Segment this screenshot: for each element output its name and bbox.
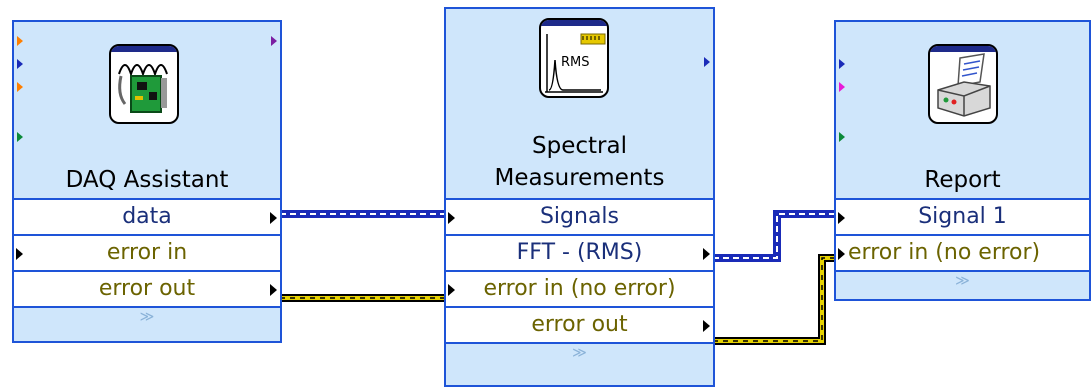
output-pin-icon: [270, 284, 277, 296]
spectral-measurements-node[interactable]: RMS Spectral Measurements Signals FFT - …: [444, 7, 715, 387]
output-arrow-icon: [704, 57, 710, 67]
terminal-error-in-no-error[interactable]: error in (no error): [836, 234, 1089, 270]
terminal-data[interactable]: data: [14, 198, 280, 234]
terminal-label: error out: [98, 276, 196, 301]
expand-terminals-handle[interactable]: ≫: [446, 342, 713, 366]
output-pin-icon: [270, 212, 277, 224]
input-pin-icon: [448, 284, 455, 296]
terminal-label: Signal 1: [918, 204, 1007, 229]
input-pin-icon: [838, 212, 845, 224]
wire-fft-to-signal1[interactable]: [713, 210, 836, 262]
input-pin-icon: [16, 248, 23, 260]
input-arrow-icon: [17, 59, 23, 69]
terminal-label: Signals: [539, 204, 620, 229]
expander-chevron-icon: ≫: [572, 345, 587, 361]
spectral-title-line1: Spectral: [532, 133, 627, 159]
wire-error-spectral-to-report[interactable]: [713, 254, 836, 345]
expander-chevron-icon: ≫: [139, 309, 155, 325]
daq-assistant-node[interactable]: DAQ Assistant data error in error out ≫: [12, 20, 282, 343]
input-arrow-icon: [17, 132, 23, 142]
terminal-label: error in (no error): [848, 240, 1041, 265]
terminal-error-out[interactable]: error out: [446, 306, 713, 342]
terminal-label: error out: [531, 312, 628, 337]
report-title: Report: [924, 167, 1001, 193]
output-pin-icon: [703, 248, 710, 260]
svg-text:RMS: RMS: [561, 55, 590, 70]
daq-title: DAQ Assistant: [65, 167, 229, 193]
terminal-label: error in (no error): [483, 276, 676, 301]
rms-spectrum-icon: RMS: [539, 18, 609, 98]
report-node[interactable]: Report Signal 1 error in (no error) ≫: [834, 20, 1091, 301]
input-arrow-icon: [17, 36, 23, 46]
terminal-error-in[interactable]: error in: [14, 234, 280, 270]
terminal-error-out[interactable]: error out: [14, 270, 280, 306]
input-pin-icon: [448, 212, 455, 224]
terminal-label: FFT - (RMS): [516, 240, 643, 265]
input-arrow-icon: [17, 82, 23, 92]
terminal-signal-1[interactable]: Signal 1: [836, 198, 1089, 234]
terminal-fft-rms[interactable]: FFT - (RMS): [446, 234, 713, 270]
input-arrow-icon: [839, 82, 845, 92]
spectral-title-line2: Measurements: [494, 165, 665, 191]
terminal-error-in-no-error[interactable]: error in (no error): [446, 270, 713, 306]
output-pin-icon: [703, 320, 710, 332]
terminal-label: data: [122, 204, 172, 229]
expand-terminals-handle[interactable]: ≫: [14, 306, 280, 330]
output-arrow-icon: [271, 36, 277, 46]
terminal-signals[interactable]: Signals: [446, 198, 713, 234]
daq-card-icon: [109, 44, 179, 124]
expand-terminals-handle[interactable]: ≫: [836, 270, 1089, 294]
input-arrow-icon: [839, 59, 845, 69]
expander-chevron-icon: ≫: [955, 273, 970, 289]
terminal-label: error in: [106, 240, 188, 265]
input-pin-icon: [838, 248, 845, 260]
input-arrow-icon: [839, 132, 845, 142]
printer-icon: [928, 44, 998, 124]
